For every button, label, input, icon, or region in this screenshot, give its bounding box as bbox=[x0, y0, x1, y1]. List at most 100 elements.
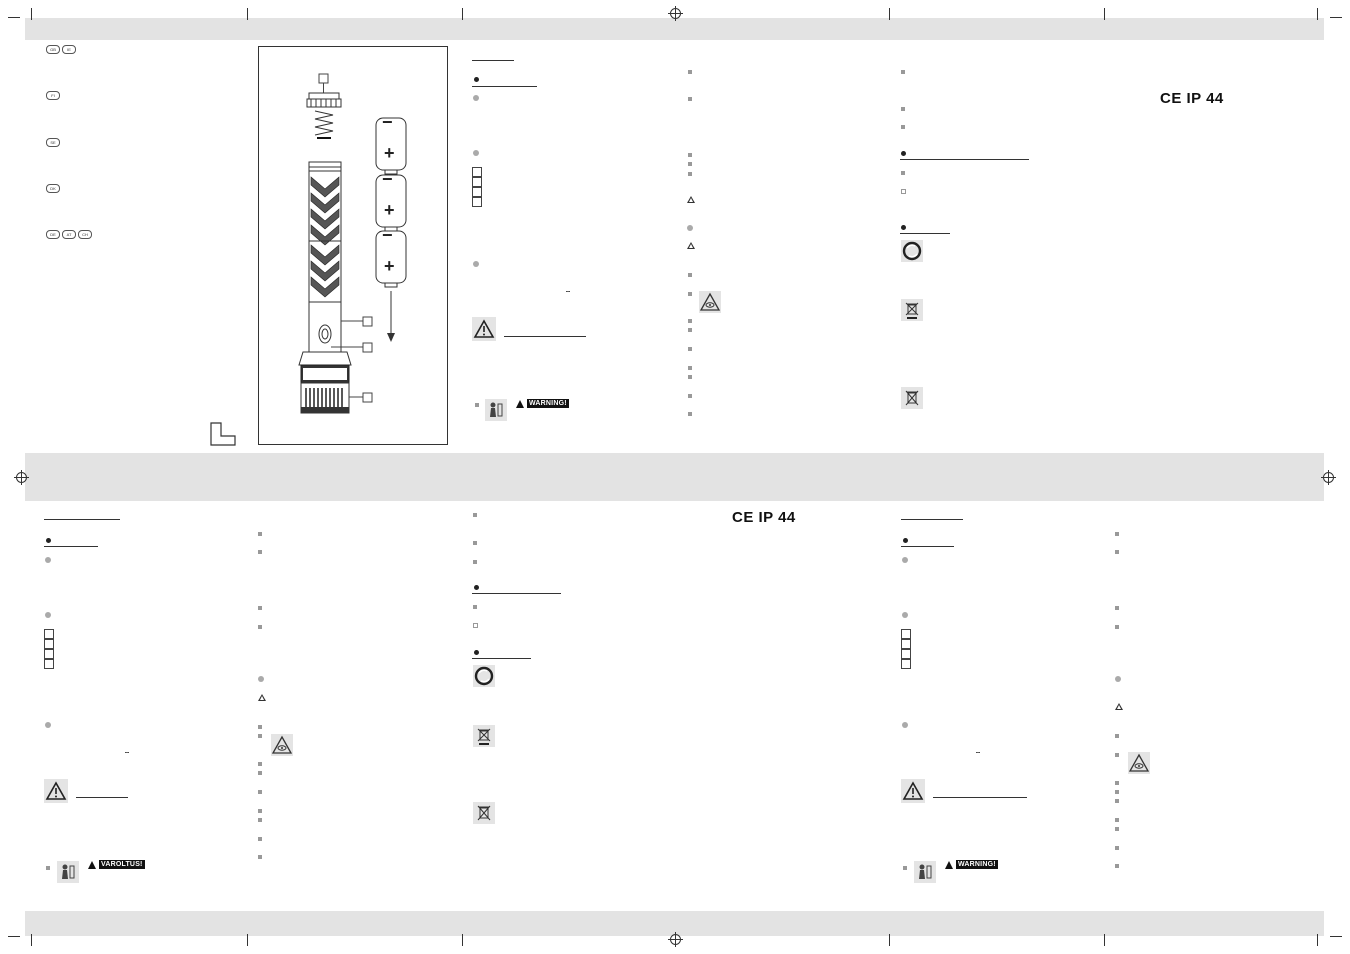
crossed-out-bin-icon bbox=[473, 725, 495, 747]
list-square bbox=[258, 837, 262, 841]
brand-logo-icon bbox=[210, 422, 236, 446]
list-square-hollow bbox=[901, 189, 906, 194]
battery-plus-sign: + bbox=[384, 200, 395, 220]
list-square bbox=[258, 762, 262, 766]
section-bullet bbox=[903, 538, 908, 543]
list-square bbox=[688, 97, 692, 101]
language-code: FI bbox=[46, 91, 60, 100]
list-square bbox=[1115, 781, 1119, 785]
top-band bbox=[25, 18, 1324, 40]
eye-hazard-icon bbox=[271, 734, 293, 756]
registration-mark-icon bbox=[668, 932, 683, 947]
list-square bbox=[1115, 827, 1119, 831]
list-bullet bbox=[473, 95, 479, 101]
list-bullet bbox=[1115, 676, 1121, 682]
list-square bbox=[1115, 625, 1119, 629]
numbered-box bbox=[472, 177, 482, 187]
language-code: IE bbox=[62, 45, 76, 54]
list-square bbox=[1115, 532, 1119, 536]
numbered-box bbox=[901, 659, 911, 669]
flashlight-diagram bbox=[298, 73, 407, 414]
list-bullet bbox=[45, 612, 51, 618]
list-square bbox=[688, 394, 692, 398]
ce-mark: CE IP 44 bbox=[732, 509, 796, 526]
section-heading bbox=[44, 546, 98, 547]
list-square bbox=[688, 375, 692, 379]
numbered-box bbox=[44, 659, 54, 669]
trim-mark bbox=[1317, 934, 1318, 946]
trim-mark bbox=[889, 934, 890, 946]
numbered-box bbox=[472, 187, 482, 197]
list-square bbox=[258, 606, 262, 610]
language-code: DE bbox=[46, 230, 60, 239]
warning-text: WARNING! bbox=[956, 860, 998, 869]
list-square bbox=[688, 153, 692, 157]
list-bullet bbox=[258, 676, 264, 682]
battery-disposal-icon bbox=[901, 387, 923, 409]
list-square bbox=[901, 125, 905, 129]
list-square bbox=[901, 70, 905, 74]
warning-triangle-icon bbox=[88, 860, 96, 869]
registration-mark-icon bbox=[668, 6, 683, 21]
list-square bbox=[258, 625, 262, 629]
list-square bbox=[688, 172, 692, 176]
list-square bbox=[473, 560, 477, 564]
section-bullet bbox=[474, 585, 479, 590]
trim-mark bbox=[8, 936, 20, 937]
trim-mark bbox=[1330, 17, 1342, 18]
numbered-box bbox=[901, 639, 911, 649]
list-square bbox=[1115, 734, 1119, 738]
list-square bbox=[688, 70, 692, 74]
language-code: GB bbox=[46, 45, 60, 54]
warning-label: WARNING! bbox=[945, 860, 998, 869]
battery-disposal-icon bbox=[473, 802, 495, 824]
list-square bbox=[688, 366, 692, 370]
caution-small-icon bbox=[687, 242, 695, 249]
section-heading bbox=[901, 519, 963, 520]
list-square bbox=[688, 347, 692, 351]
list-square bbox=[901, 171, 905, 175]
battery-minus-sign: − bbox=[382, 225, 393, 245]
list-square bbox=[688, 319, 692, 323]
warning-text: WARNING! bbox=[527, 399, 569, 408]
trim-mark bbox=[1104, 934, 1105, 946]
list-square bbox=[1115, 846, 1119, 850]
numbered-box bbox=[901, 629, 911, 639]
ce-symbol: CE bbox=[732, 509, 754, 526]
trim-mark bbox=[1104, 8, 1105, 20]
dc-symbol: ⎓ bbox=[125, 750, 129, 756]
middle-band bbox=[25, 453, 1324, 501]
warning-label: WARNING! bbox=[516, 399, 569, 408]
list-bullet bbox=[902, 722, 908, 728]
section-bullet bbox=[474, 77, 479, 82]
list-square-hollow bbox=[473, 623, 478, 628]
list-square bbox=[258, 818, 262, 822]
section-heading bbox=[472, 60, 514, 61]
list-square bbox=[46, 866, 50, 870]
section-heading bbox=[472, 593, 561, 594]
list-bullet bbox=[902, 557, 908, 563]
list-bullet bbox=[473, 261, 479, 267]
child-warning-icon bbox=[485, 399, 507, 421]
registration-mark-icon bbox=[14, 470, 29, 485]
list-square bbox=[258, 734, 262, 738]
battery-minus-sign: − bbox=[382, 169, 393, 189]
section-heading bbox=[504, 336, 586, 337]
caution-small-icon bbox=[687, 196, 695, 203]
child-warning-icon bbox=[914, 861, 936, 883]
section-bullet bbox=[46, 538, 51, 543]
list-square bbox=[1115, 864, 1119, 868]
numbered-box bbox=[44, 629, 54, 639]
list-square bbox=[1115, 550, 1119, 554]
list-bullet bbox=[45, 722, 51, 728]
list-square bbox=[1115, 753, 1119, 757]
language-group: FI bbox=[46, 91, 60, 100]
list-square bbox=[258, 550, 262, 554]
numbered-box bbox=[472, 167, 482, 177]
list-bullet bbox=[687, 225, 693, 231]
warning-triangle-icon bbox=[945, 860, 953, 869]
eye-hazard-icon bbox=[1128, 752, 1150, 774]
list-square bbox=[258, 725, 262, 729]
